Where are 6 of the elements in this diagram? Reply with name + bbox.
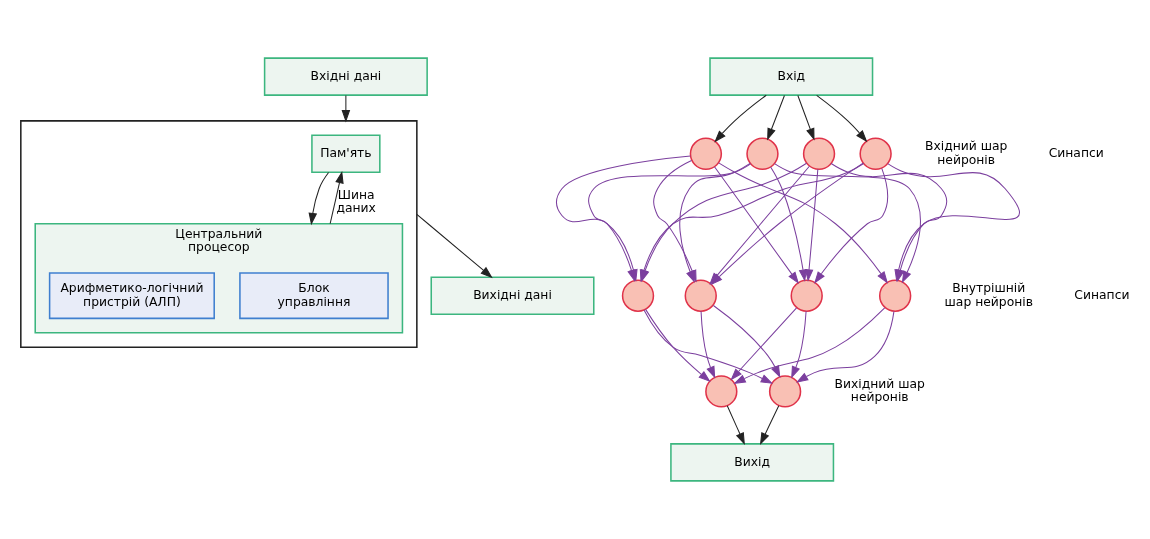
- label: Внутрішній шар нейронів: [944, 281, 1033, 309]
- label: Синапси: [1048, 145, 1104, 160]
- edge-label: Шина даних: [336, 187, 376, 215]
- label: Вихідний шар нейронів: [834, 376, 925, 405]
- label: Вхідний шар нейронів: [924, 139, 1008, 167]
- label: Синапси: [1074, 287, 1130, 302]
